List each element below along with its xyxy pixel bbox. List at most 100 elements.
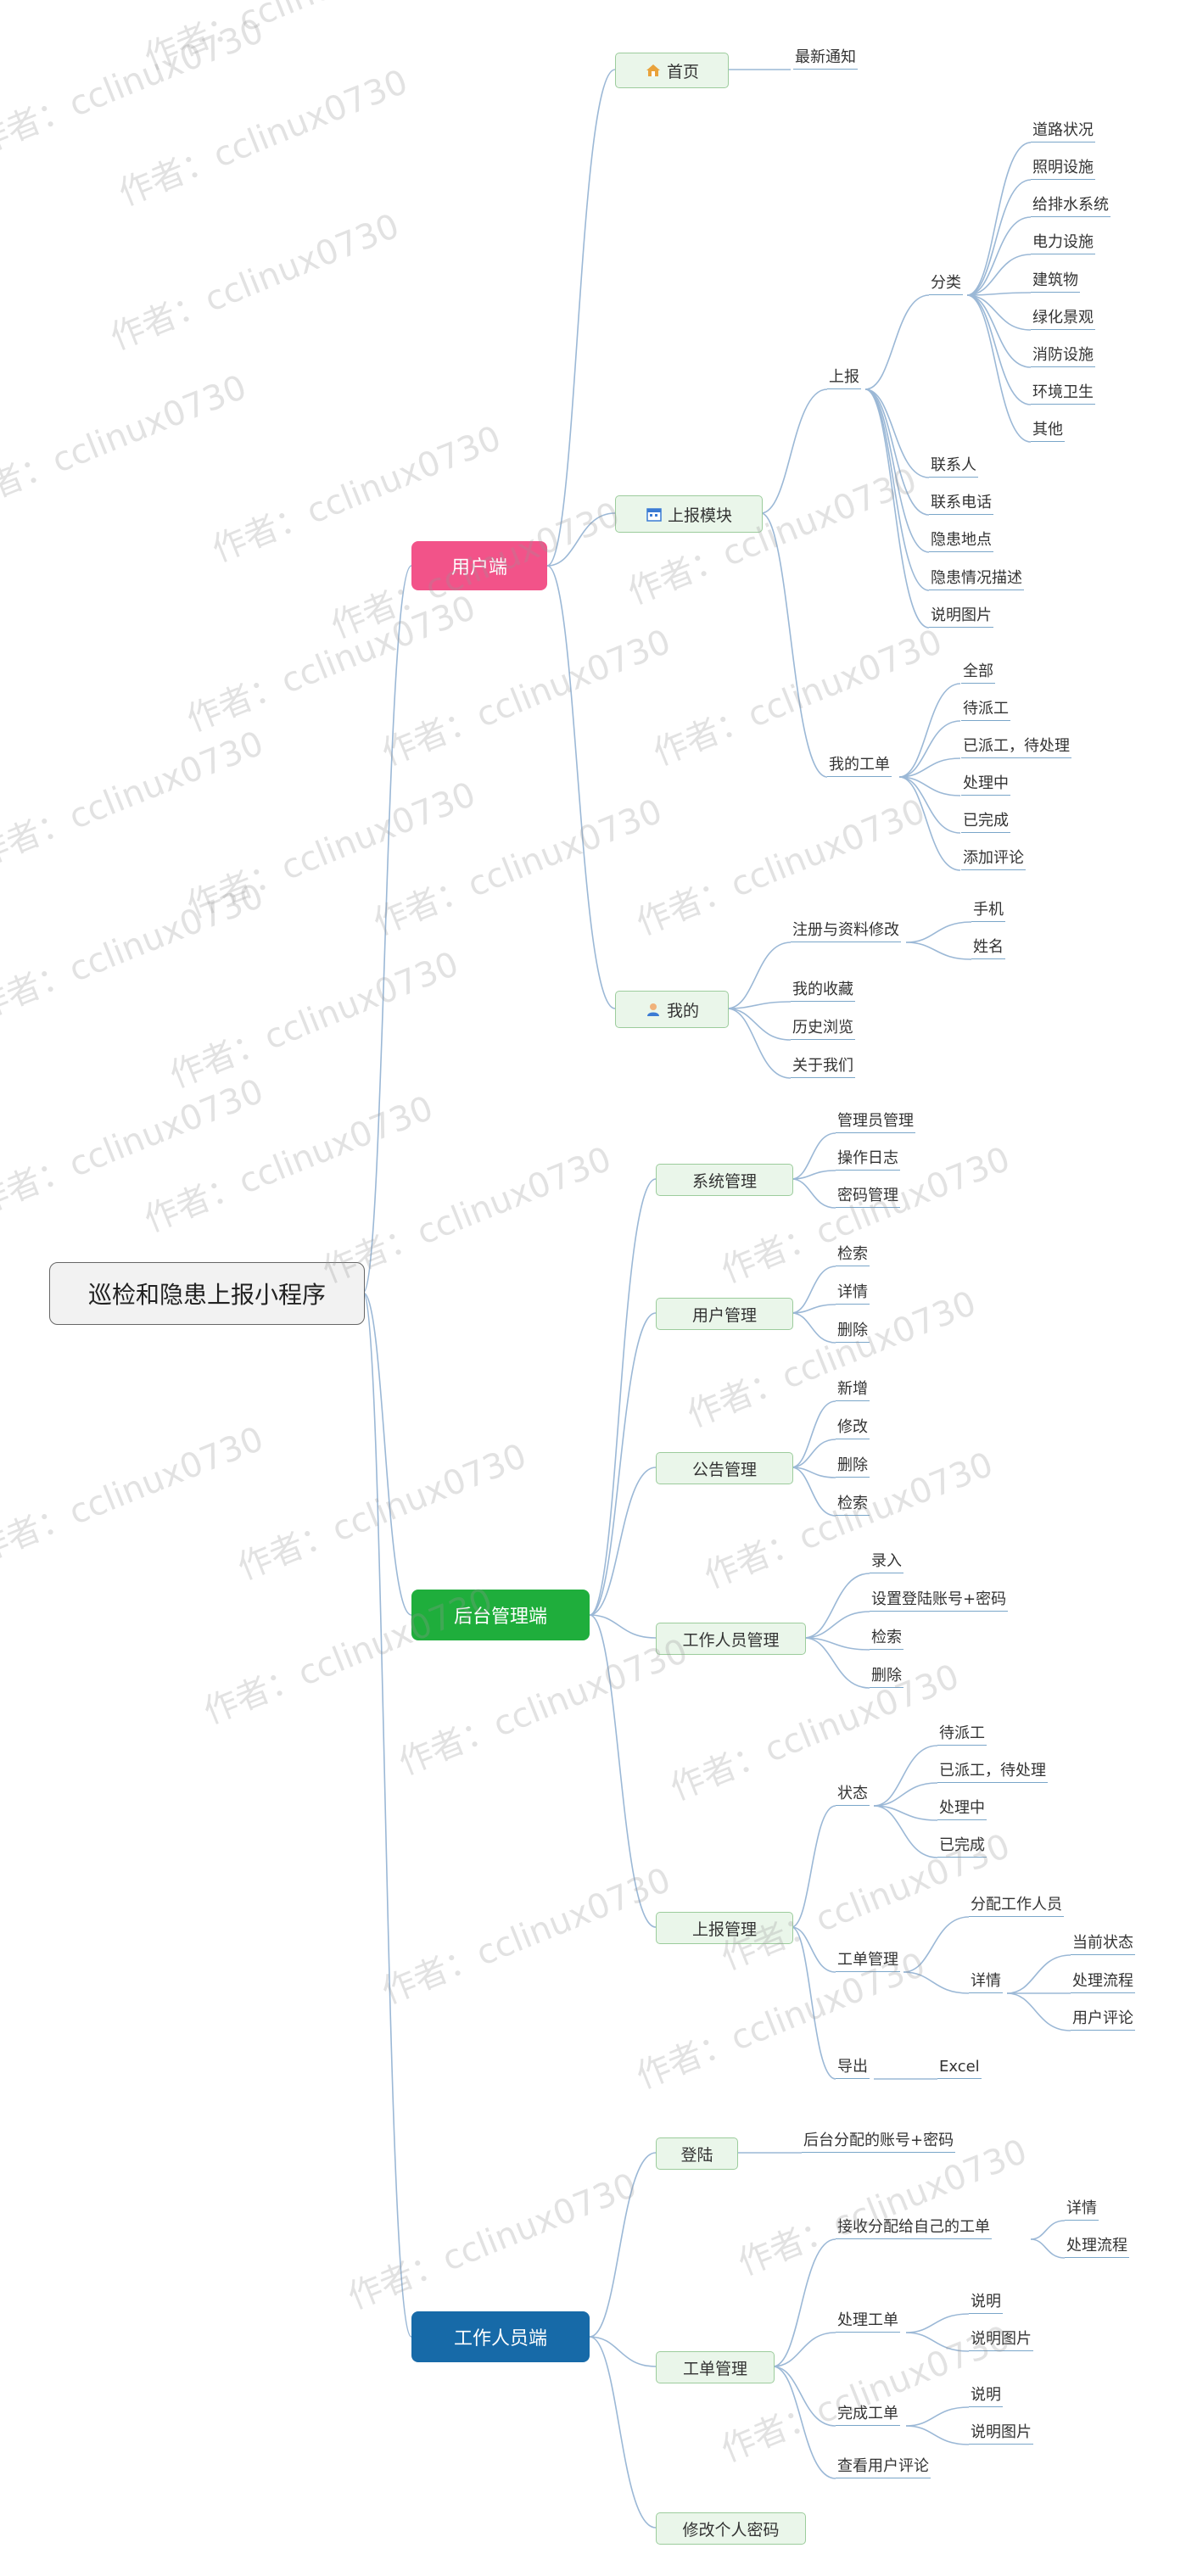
connector-line xyxy=(589,2336,657,2367)
connector-line xyxy=(966,294,1032,405)
leaf-status-item: 已派工，待处理 xyxy=(937,1762,1048,1783)
leaf-assign-label: 分配工作人员 xyxy=(971,1896,1062,1914)
leaf-category-item-label: 照明设施 xyxy=(1032,159,1094,176)
leaf-order-state-label: 全部 xyxy=(963,662,993,680)
connector-line xyxy=(905,921,972,943)
leaf-category-item: 道路状况 xyxy=(1031,121,1095,142)
leaf-mine-item-label: 我的收藏 xyxy=(792,981,853,998)
leaf-excel-label: Excel xyxy=(939,2058,980,2076)
leaf-process-item: 说明图片 xyxy=(969,2330,1033,2351)
connector-line xyxy=(803,1611,870,1639)
connector-line xyxy=(772,2366,836,2427)
connector-line xyxy=(726,942,792,1009)
connector-line xyxy=(966,179,1032,296)
connector-line xyxy=(873,1745,938,1807)
connector-line xyxy=(905,2313,970,2333)
branch-user-label: 用户端 xyxy=(450,557,507,578)
leaf-my-orders-label: 我的工单 xyxy=(829,756,890,774)
leaf-complete-item-label: 说明 xyxy=(971,2386,1001,2404)
leaf-detail-item: 用户评论 xyxy=(1071,2009,1135,2031)
leaf-notice-item-label: 删除 xyxy=(837,1456,868,1474)
branch-user[interactable]: 用户端 xyxy=(411,541,547,590)
connector-line xyxy=(898,683,961,778)
leaf-order-state: 已派工，待处理 xyxy=(961,737,1071,758)
leaf-view-comments-label: 查看用户评论 xyxy=(837,2457,929,2475)
branch-worker-label: 工作人员端 xyxy=(453,2328,547,2350)
leaf-category-item: 给排水系统 xyxy=(1031,196,1110,217)
connector-line xyxy=(966,216,1032,296)
connector-line xyxy=(791,1439,836,1468)
node-home-label: 首页 xyxy=(666,62,699,81)
leaf-mine-item: 我的收藏 xyxy=(791,981,855,1002)
leaf-complete-label: 完成工单 xyxy=(837,2405,898,2422)
connector-line xyxy=(898,720,961,778)
root-node[interactable]: 巡检和隐患上报小程序 xyxy=(49,1262,365,1325)
connector-line xyxy=(1006,1992,1071,2031)
connector-line xyxy=(791,1467,836,1517)
node-report-mgmt-label: 上报管理 xyxy=(691,1919,757,1939)
leaf-notice-item: 检索 xyxy=(836,1495,870,1516)
node-system[interactable]: 系统管理 xyxy=(656,1164,793,1196)
leaf-complete-item: 说明图片 xyxy=(969,2423,1033,2445)
leaf-system-item-label: 管理员管理 xyxy=(837,1112,914,1130)
root-node-label: 巡检和隐患上报小程序 xyxy=(87,1281,326,1309)
connector-line xyxy=(726,1008,792,1041)
leaf-staff-item-label: 设置登陆账号+密码 xyxy=(871,1590,1007,1608)
leaf-report-field-label: 隐患情况描述 xyxy=(931,569,1022,587)
leaf-staff-item: 录入 xyxy=(870,1552,903,1573)
leaf-staff-item: 设置登陆账号+密码 xyxy=(870,1590,1009,1612)
leaf-receive-item: 详情 xyxy=(1065,2199,1099,2221)
connector-line xyxy=(791,1926,836,2080)
node-login[interactable]: 登陆 xyxy=(656,2137,738,2170)
connector-line xyxy=(864,388,930,478)
node-worker-orders[interactable]: 工单管理 xyxy=(656,2351,775,2383)
leaf-order-state-label: 处理中 xyxy=(963,774,1009,792)
leaf-receive: 接收分配给自己的工单 xyxy=(836,2218,992,2239)
node-report-mgmt[interactable]: 上报管理 xyxy=(656,1912,793,1944)
connector-line xyxy=(589,1312,657,1616)
leaf-order-state: 全部 xyxy=(961,662,995,684)
connector-line xyxy=(873,1805,938,1821)
leaf-process: 处理工单 xyxy=(836,2311,900,2333)
branch-worker[interactable]: 工作人员端 xyxy=(411,2311,590,2362)
connector-line xyxy=(791,1400,836,1468)
connector-line xyxy=(966,294,1032,443)
leaf-report-field: 隐患情况描述 xyxy=(929,569,1024,590)
leaf-system-item-label: 操作日志 xyxy=(837,1149,898,1167)
leaf-notice-item: 删除 xyxy=(836,1456,870,1478)
node-notice[interactable]: 公告管理 xyxy=(656,1452,793,1484)
leaf-category-item: 环境卫生 xyxy=(1031,383,1095,405)
leaf-order-state-label: 已派工，待处理 xyxy=(963,737,1070,755)
leaf-mine-item-label: 历史浏览 xyxy=(792,1019,853,1037)
node-staff[interactable]: 工作人员管理 xyxy=(656,1623,806,1655)
node-mine[interactable]: 我的 xyxy=(615,991,729,1028)
leaf-users-item-label: 详情 xyxy=(837,1283,868,1301)
leaf-detail-item: 当前状态 xyxy=(1071,1934,1135,1955)
leaf-category-item: 消防设施 xyxy=(1031,346,1095,367)
leaf-receive-label: 接收分配给自己的工单 xyxy=(837,2218,990,2236)
connector-line xyxy=(791,1805,836,1928)
connector-line xyxy=(589,2152,657,2338)
node-home[interactable]: 首页 xyxy=(615,53,729,88)
leaf-category-item-label: 其他 xyxy=(1032,421,1063,439)
connector-line xyxy=(791,1926,836,1973)
connector-line xyxy=(903,1916,970,1973)
connector-line xyxy=(589,2336,657,2529)
leaf-staff-item: 检索 xyxy=(870,1629,903,1650)
node-notice-label: 公告管理 xyxy=(691,1460,757,1479)
leaf-users-item-label: 检索 xyxy=(837,1245,868,1263)
leaf-excel: Excel xyxy=(937,2058,982,2079)
node-users[interactable]: 用户管理 xyxy=(656,1298,793,1330)
leaf-category-item: 照明设施 xyxy=(1031,159,1095,180)
leaf-detail-item-label: 处理流程 xyxy=(1072,1972,1133,1990)
leaf-order-state-label: 已完成 xyxy=(963,812,1009,830)
node-change-pwd[interactable]: 修改个人密码 xyxy=(656,2512,806,2545)
node-report-module[interactable]: 上报模块 xyxy=(615,495,763,533)
leaf-category-item: 绿化景观 xyxy=(1031,309,1095,330)
leaf-category-item: 其他 xyxy=(1031,421,1065,442)
connector-line xyxy=(791,1178,836,1209)
node-report-module-label: 上报模块 xyxy=(667,506,732,525)
branch-admin[interactable]: 后台管理端 xyxy=(411,1590,590,1640)
connector-line xyxy=(362,1292,412,1616)
leaf-process-item-label: 说明 xyxy=(971,2293,1001,2311)
